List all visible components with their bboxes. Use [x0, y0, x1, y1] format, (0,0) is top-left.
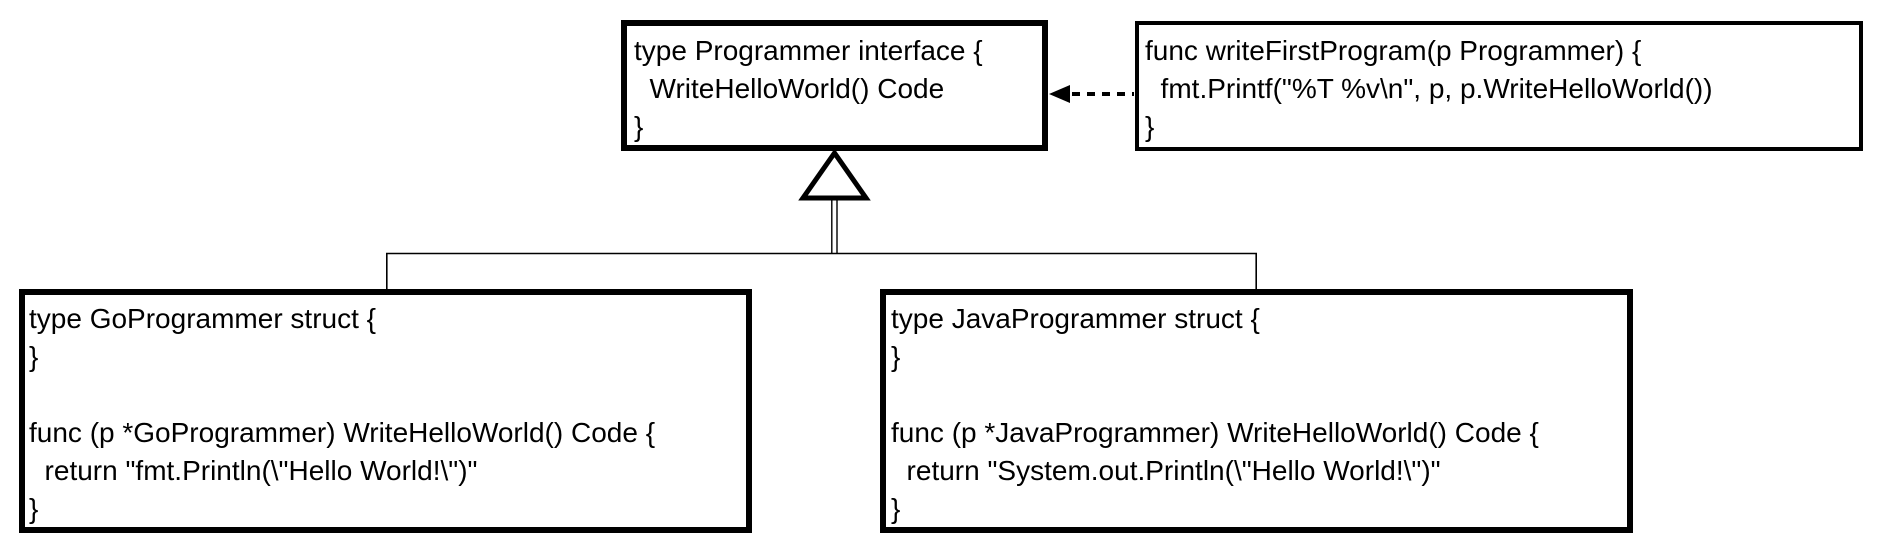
programmer-interface-box: type Programmer interface { WriteHelloWo…: [621, 20, 1048, 151]
go-programmer-box: type GoProgrammer struct { } func (p *Go…: [19, 289, 752, 533]
write-first-program-box: func writeFirstProgram(p Programmer) { f…: [1135, 21, 1863, 151]
java-programmer-box: type JavaProgrammer struct { } func (p *…: [880, 289, 1633, 533]
realization-triangle-icon: [798, 148, 871, 201]
dependency-arrowhead-icon: [1049, 85, 1070, 103]
